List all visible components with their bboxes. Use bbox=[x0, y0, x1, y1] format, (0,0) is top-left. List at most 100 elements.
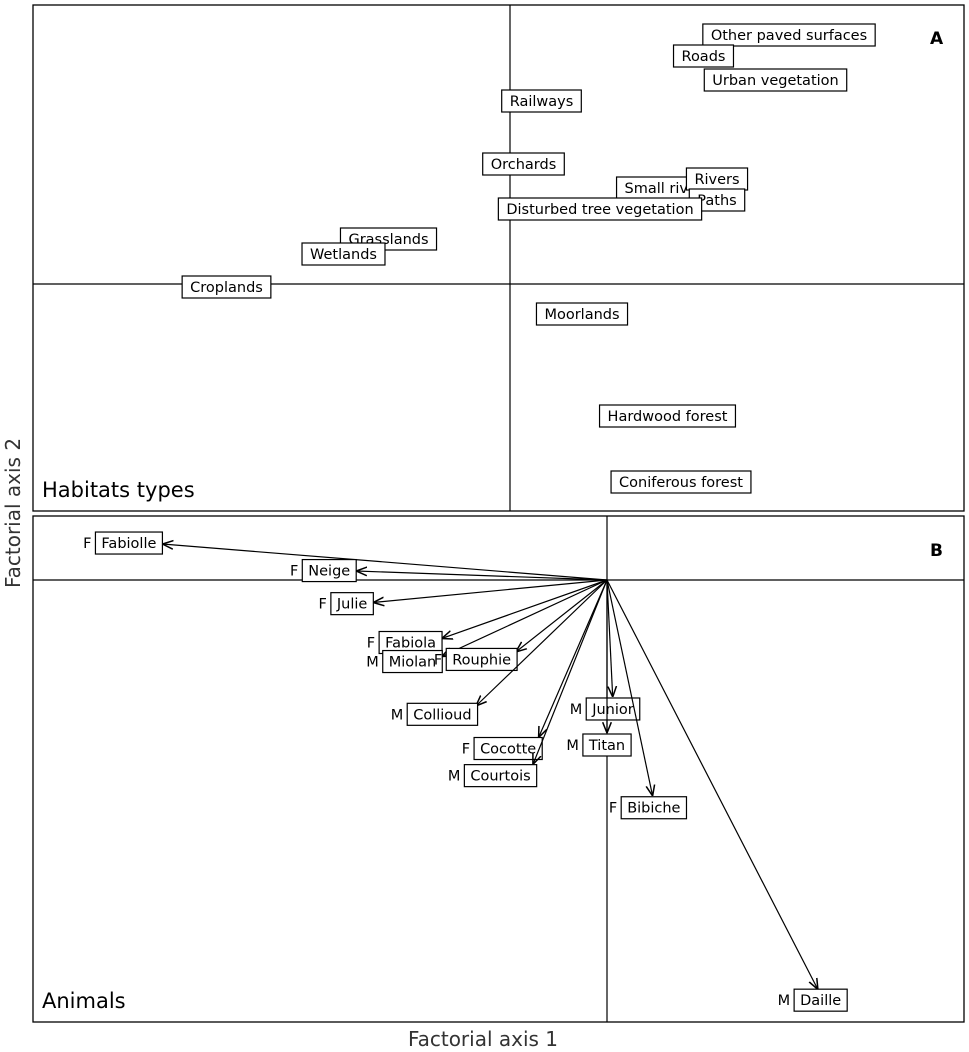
animal-sex-marker: M bbox=[570, 702, 583, 718]
animal-arrow-rouphie: Rouphie F bbox=[434, 579, 608, 672]
animal-sex-marker: F bbox=[83, 536, 91, 552]
animal-arrow-line bbox=[373, 579, 608, 603]
habitat-point-moorlands: Moorlands bbox=[535, 302, 629, 326]
habitat-label: Orchards bbox=[491, 157, 557, 173]
habitat-point-paths: Paths bbox=[688, 188, 746, 212]
animal-label: Neige bbox=[308, 564, 350, 580]
habitat-label: Urban vegetation bbox=[712, 73, 838, 89]
panel-a-frame bbox=[32, 4, 965, 512]
habitat-point-railways: Railways bbox=[501, 89, 582, 113]
habitat-label: Disturbed tree vegetation bbox=[506, 202, 693, 218]
animal-sex-marker: F bbox=[290, 564, 298, 580]
animal-label: Julie bbox=[336, 597, 368, 613]
animal-arrow-line bbox=[606, 579, 613, 697]
animal-sex-marker: F bbox=[609, 801, 617, 817]
habitat-point-disturbed-tree-vegetation: Disturbed tree vegetation bbox=[497, 197, 703, 221]
habitat-label: Moorlands bbox=[544, 307, 619, 323]
animal-label-box bbox=[94, 531, 164, 555]
habitat-label: Coniferous forest bbox=[619, 475, 743, 491]
animal-sex-marker: M bbox=[566, 738, 579, 754]
animal-arrow-julie: Julie F bbox=[319, 579, 608, 616]
animal-label: Collioud bbox=[413, 707, 471, 723]
animal-arrow-line bbox=[539, 579, 608, 738]
habitat-label: Hardwood forest bbox=[608, 409, 728, 425]
y-axis-title: Factorial axis 2 bbox=[1, 438, 25, 588]
animal-label: Miolan bbox=[389, 655, 437, 671]
animal-label-box bbox=[382, 649, 443, 674]
habitat-point-hardwood-forest: Hardwood forest bbox=[598, 404, 737, 428]
habitat-label: Rivers bbox=[694, 172, 739, 188]
animal-arrow-line bbox=[476, 579, 608, 706]
habitat-label-box bbox=[301, 242, 386, 266]
animal-label-box bbox=[330, 592, 374, 616]
panel-b-letter: B bbox=[930, 541, 943, 561]
panel-a-letter: A bbox=[930, 29, 944, 49]
animal-arrow-dailla: Daille M bbox=[606, 579, 848, 1012]
animal-label: Titan bbox=[588, 738, 625, 754]
animal-sex-marker: M bbox=[391, 707, 404, 723]
animal-label: Courtois bbox=[470, 769, 530, 785]
habitat-label-box bbox=[610, 470, 752, 494]
animal-sex-marker: M bbox=[448, 769, 461, 785]
habitat-label-box bbox=[181, 275, 272, 299]
animal-label: Rouphie bbox=[452, 652, 511, 668]
habitat-point-wetlands: Wetlands bbox=[301, 242, 386, 266]
animal-arrow-line bbox=[442, 579, 608, 639]
animal-sex-marker: F bbox=[462, 742, 470, 758]
animal-arrow-titan: Titan M bbox=[566, 580, 632, 757]
habitat-label: Croplands bbox=[190, 280, 263, 296]
animal-sex-marker: F bbox=[319, 597, 327, 613]
animal-label: Bibiche bbox=[627, 801, 680, 817]
animal-sex-marker: M bbox=[778, 993, 791, 1009]
habitat-point-urban-vegetation: Urban vegetation bbox=[703, 68, 848, 92]
habitat-label-box bbox=[501, 89, 582, 113]
x-axis-title: Factorial axis 1 bbox=[408, 1027, 558, 1051]
habitat-label: Paths bbox=[697, 193, 736, 209]
animal-arrow-miolan: Miolan M bbox=[366, 579, 608, 674]
animal-arrow-collioud: Collioud M bbox=[391, 579, 608, 726]
animal-label: Fabiolle bbox=[101, 536, 156, 552]
animal-arrow-line bbox=[162, 544, 608, 581]
habitat-point-orchards: Orchards bbox=[482, 152, 565, 176]
animal-label-box bbox=[473, 736, 543, 761]
animal-label-box bbox=[793, 988, 848, 1012]
animal-arrow-line bbox=[606, 579, 818, 990]
animal-label-box bbox=[620, 796, 688, 820]
animal-label: Junior bbox=[591, 702, 634, 718]
animal-sex-marker: M bbox=[366, 655, 379, 671]
habitat-label-box bbox=[702, 23, 876, 47]
habitat-label-box bbox=[497, 197, 703, 221]
animal-label-box bbox=[301, 558, 357, 583]
animal-arrow-neige: Neige F bbox=[290, 558, 608, 583]
animal-arrow-line bbox=[356, 571, 608, 581]
habitat-label: Wetlands bbox=[310, 247, 377, 263]
animal-arrow-line bbox=[442, 579, 608, 657]
animal-arrow-line bbox=[516, 579, 608, 652]
animal-label: Cocotte bbox=[480, 742, 536, 758]
animal-arrow-courtois: Courtois M bbox=[448, 579, 608, 788]
habitat-point-croplands: Croplands bbox=[181, 275, 272, 299]
habitat-point-other-paved-surfaces: Other paved surfaces bbox=[702, 23, 876, 47]
animal-arrow-line bbox=[606, 579, 653, 796]
habitat-point-rivers: Rivers bbox=[685, 167, 749, 191]
habitat-label: Other paved surfaces bbox=[711, 28, 867, 44]
panel-a: A Habitats types Other paved surfacesRoa… bbox=[32, 4, 965, 512]
animal-label: Daille bbox=[800, 993, 841, 1009]
animal-label-box bbox=[463, 764, 538, 788]
habitat-label-box bbox=[703, 68, 848, 92]
habitat-label: Roads bbox=[682, 49, 726, 65]
animal-arrow-bibiche: Bibiche F bbox=[606, 579, 688, 820]
animal-arrow-line bbox=[533, 579, 608, 765]
animal-sex-marker: F bbox=[434, 652, 442, 668]
panel-b-frame bbox=[32, 515, 965, 1023]
animal-label-box bbox=[585, 697, 641, 721]
habitat-label-box bbox=[535, 302, 629, 326]
panel-b-title: Animals bbox=[42, 989, 126, 1013]
panel-b: B Animals FabiolleFNeigeFJulieFFabiolaFM… bbox=[32, 515, 965, 1023]
animal-label-box bbox=[445, 647, 518, 672]
animal-arrow-junior: Junior M bbox=[570, 579, 641, 721]
